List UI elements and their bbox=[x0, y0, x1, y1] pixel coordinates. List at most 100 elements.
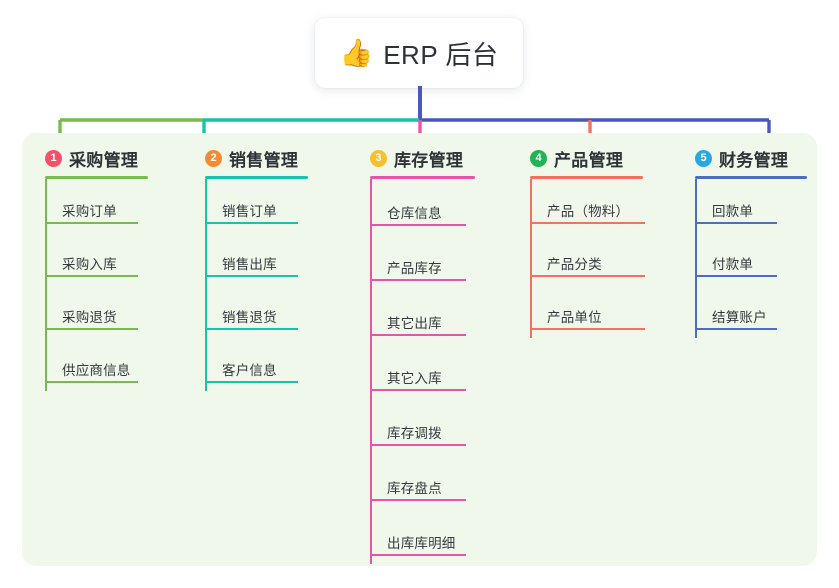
module-item[interactable]: 产品（物料） bbox=[530, 179, 645, 232]
module-column-1: 1 采购管理采购订单采购入库采购退货供应商信息 bbox=[45, 146, 148, 391]
module-item[interactable]: 采购入库 bbox=[45, 232, 148, 285]
module-item-underline bbox=[205, 222, 298, 224]
module-item[interactable]: 客户信息 bbox=[205, 338, 308, 391]
module-item-label: 其它出库 bbox=[387, 316, 442, 331]
page-title: ERP 后台 bbox=[383, 39, 499, 70]
root-title-card[interactable]: 👍 ERP 后台 bbox=[315, 18, 523, 88]
thumbs-up-icon: 👍 bbox=[339, 37, 374, 68]
module-item[interactable]: 采购退货 bbox=[45, 285, 148, 338]
module-item-underline bbox=[530, 275, 645, 277]
module-item[interactable]: 产品库存 bbox=[370, 234, 475, 289]
column-spine bbox=[695, 179, 697, 338]
module-item-underline bbox=[370, 444, 466, 446]
column-number-badge: 3 bbox=[370, 149, 387, 167]
module-item[interactable]: 产品单位 bbox=[530, 285, 645, 338]
module-item-label: 销售出库 bbox=[222, 257, 277, 272]
module-item-label: 结算账户 bbox=[712, 310, 767, 325]
module-item[interactable]: 结算账户 bbox=[695, 285, 807, 338]
module-item[interactable]: 采购订单 bbox=[45, 179, 148, 232]
module-column-3: 3 库存管理仓库信息产品库存其它出库其它入库库存调拨库存盘点出库库明细 bbox=[370, 146, 475, 564]
module-item-label: 库存盘点 bbox=[387, 481, 442, 496]
module-item[interactable]: 库存调拨 bbox=[370, 399, 475, 454]
module-item-underline bbox=[370, 334, 466, 336]
column-header-1[interactable]: 1 采购管理 bbox=[45, 146, 148, 170]
module-item-underline bbox=[370, 389, 466, 391]
module-item[interactable]: 库存盘点 bbox=[370, 454, 475, 509]
column-underline bbox=[695, 176, 807, 179]
module-item-underline bbox=[205, 328, 298, 330]
column-title: 库存管理 bbox=[394, 150, 464, 170]
column-item-list: 采购订单采购入库采购退货供应商信息 bbox=[45, 179, 148, 391]
module-item-label: 供应商信息 bbox=[62, 363, 131, 378]
module-item-label: 产品分类 bbox=[547, 257, 602, 272]
column-title: 销售管理 bbox=[229, 150, 299, 170]
column-number-badge: 4 bbox=[530, 149, 547, 167]
module-item-label: 出库库明细 bbox=[387, 536, 456, 551]
module-item-label: 客户信息 bbox=[222, 363, 277, 378]
module-item-underline bbox=[695, 328, 777, 330]
module-item[interactable]: 产品分类 bbox=[530, 232, 645, 285]
module-item-label: 产品单位 bbox=[547, 310, 602, 325]
module-item-underline bbox=[45, 328, 138, 330]
column-header-4[interactable]: 4 产品管理 bbox=[530, 146, 643, 170]
column-item-list: 产品（物料） 产品分类产品单位 bbox=[530, 179, 645, 338]
column-underline bbox=[45, 176, 148, 179]
module-item-label: 回款单 bbox=[712, 204, 754, 219]
column-title: 产品管理 bbox=[554, 150, 624, 170]
module-item-label: 销售退货 bbox=[222, 310, 277, 325]
module-item-label: 其它入库 bbox=[387, 371, 442, 386]
module-item[interactable]: 销售退货 bbox=[205, 285, 308, 338]
column-title: 财务管理 bbox=[719, 150, 789, 170]
module-item-underline bbox=[205, 275, 298, 277]
module-column-5: 5 财务管理回款单付款单结算账户 bbox=[695, 146, 807, 338]
module-item-label: 付款单 bbox=[712, 257, 754, 272]
module-item-underline bbox=[370, 499, 466, 501]
module-item-underline bbox=[695, 222, 777, 224]
module-item[interactable]: 回款单 bbox=[695, 179, 807, 232]
module-item-underline bbox=[45, 275, 138, 277]
column-underline bbox=[370, 176, 475, 179]
module-item-underline bbox=[370, 224, 466, 226]
module-item-label: 采购订单 bbox=[62, 204, 117, 219]
column-spine bbox=[205, 179, 207, 391]
module-item-underline bbox=[45, 381, 138, 383]
module-item-label: 产品（物料） bbox=[547, 204, 630, 219]
module-item[interactable]: 销售出库 bbox=[205, 232, 308, 285]
module-item-underline bbox=[530, 328, 645, 330]
module-item-label: 仓库信息 bbox=[387, 206, 442, 221]
module-item-label: 产品库存 bbox=[387, 261, 442, 276]
module-item[interactable]: 其它出库 bbox=[370, 289, 475, 344]
module-item[interactable]: 供应商信息 bbox=[45, 338, 148, 391]
module-item-underline bbox=[530, 222, 645, 224]
column-number-badge: 2 bbox=[205, 149, 222, 167]
column-underline bbox=[205, 176, 308, 179]
module-column-2: 2 销售管理销售订单销售出库销售退货客户信息 bbox=[205, 146, 308, 391]
module-item-underline bbox=[205, 381, 298, 383]
modules-panel bbox=[22, 133, 817, 566]
column-underline bbox=[530, 176, 643, 179]
column-item-list: 仓库信息产品库存其它出库其它入库库存调拨库存盘点出库库明细 bbox=[370, 179, 475, 564]
module-item-label: 库存调拨 bbox=[387, 426, 442, 441]
column-spine bbox=[530, 179, 532, 338]
column-spine bbox=[370, 179, 372, 564]
module-item[interactable]: 付款单 bbox=[695, 232, 807, 285]
column-header-5[interactable]: 5 财务管理 bbox=[695, 146, 807, 170]
module-item-label: 销售订单 bbox=[222, 204, 277, 219]
column-item-list: 回款单付款单结算账户 bbox=[695, 179, 807, 338]
module-item-label: 采购入库 bbox=[62, 257, 117, 272]
module-item[interactable]: 仓库信息 bbox=[370, 179, 475, 234]
column-title: 采购管理 bbox=[69, 150, 139, 170]
column-number-badge: 5 bbox=[695, 149, 712, 167]
module-item[interactable]: 其它入库 bbox=[370, 344, 475, 399]
module-item-underline bbox=[695, 275, 777, 277]
column-spine bbox=[45, 179, 47, 391]
module-item-underline bbox=[370, 279, 466, 281]
module-column-4: 4 产品管理产品（物料） 产品分类产品单位 bbox=[530, 146, 645, 338]
module-item[interactable]: 出库库明细 bbox=[370, 509, 475, 564]
column-item-list: 销售订单销售出库销售退货客户信息 bbox=[205, 179, 308, 391]
column-header-3[interactable]: 3 库存管理 bbox=[370, 146, 475, 170]
module-item[interactable]: 销售订单 bbox=[205, 179, 308, 232]
column-number-badge: 1 bbox=[45, 149, 62, 167]
column-header-2[interactable]: 2 销售管理 bbox=[205, 146, 308, 170]
